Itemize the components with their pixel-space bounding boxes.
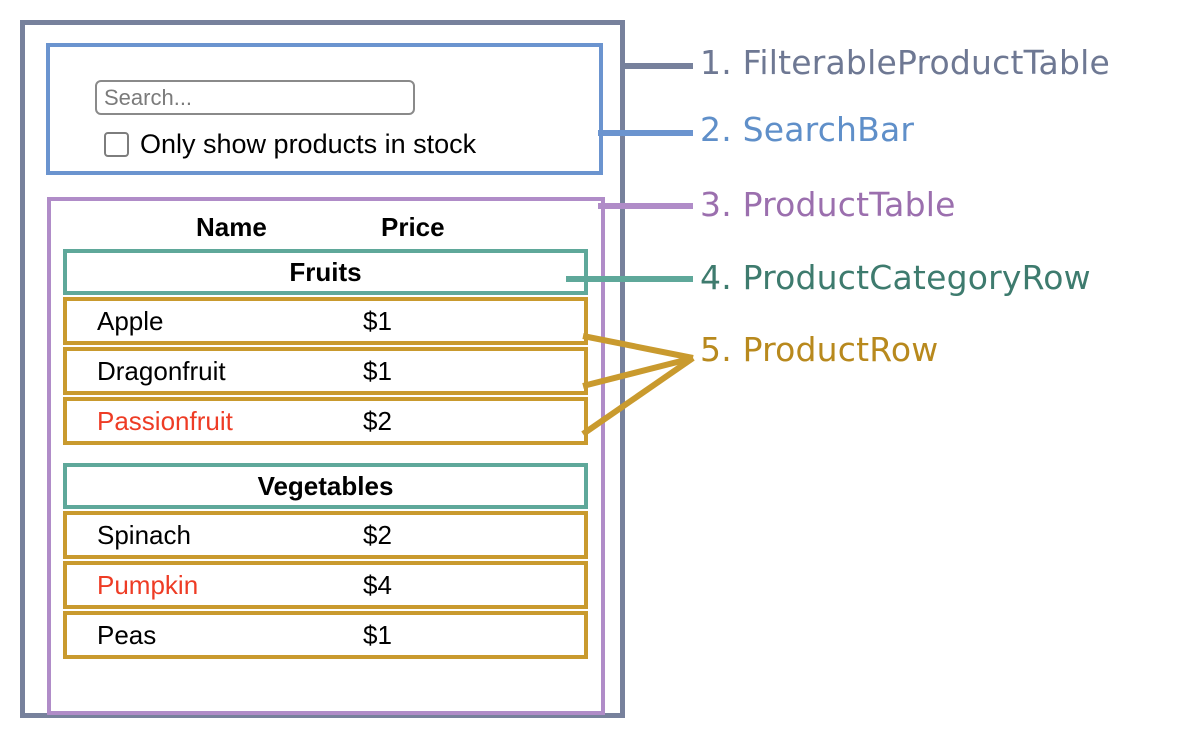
annotation-label-search-bar: 2. SearchBar xyxy=(700,110,915,149)
product-name: Dragonfruit xyxy=(97,355,226,386)
product-name: Apple xyxy=(97,305,164,336)
product-table-body: Fruits Apple $1 Dragonfruit $1 Passionfr… xyxy=(63,249,588,659)
in-stock-filter[interactable]: Only show products in stock xyxy=(104,131,476,158)
filterable-product-table-frame: Only show products in stock Name Price F… xyxy=(20,20,625,718)
product-row: Apple $1 xyxy=(63,297,588,345)
product-price: $2 xyxy=(363,405,392,436)
search-input[interactable] xyxy=(95,80,415,115)
product-row: Dragonfruit $1 xyxy=(63,347,588,395)
product-table-frame: Name Price Fruits Apple $1 Dragonfruit $… xyxy=(47,197,605,715)
annotation-label-product-row: 5. ProductRow xyxy=(700,330,939,369)
product-category-row: Vegetables xyxy=(63,463,588,509)
product-row: Passionfruit $2 xyxy=(63,397,588,445)
annotation-label-filterable-product-table: 1. FilterableProductTable xyxy=(700,43,1110,82)
product-table-header: Name Price xyxy=(51,207,601,247)
group-spacer xyxy=(63,445,588,463)
column-header-price: Price xyxy=(381,211,445,242)
product-price: $1 xyxy=(363,355,392,386)
product-name: Spinach xyxy=(97,519,191,550)
product-category-label: Fruits xyxy=(289,256,362,287)
product-category-label: Vegetables xyxy=(257,470,394,501)
annotation-label-product-table: 3. ProductTable xyxy=(700,185,956,224)
product-name: Peas xyxy=(97,619,157,650)
product-row: Spinach $2 xyxy=(63,511,588,559)
search-bar-frame: Only show products in stock xyxy=(46,43,603,175)
product-price: $1 xyxy=(363,619,392,650)
product-price: $2 xyxy=(363,519,392,550)
in-stock-checkbox[interactable] xyxy=(104,132,129,157)
in-stock-checkbox-label: Only show products in stock xyxy=(140,129,477,159)
product-price: $4 xyxy=(363,569,392,600)
product-name: Pumpkin xyxy=(97,569,199,600)
product-category-row: Fruits xyxy=(63,249,588,295)
column-header-name: Name xyxy=(196,211,267,242)
product-row: Peas $1 xyxy=(63,611,588,659)
product-row: Pumpkin $4 xyxy=(63,561,588,609)
annotation-label-product-category-row: 4. ProductCategoryRow xyxy=(700,258,1091,297)
product-name: Passionfruit xyxy=(97,405,233,436)
product-price: $1 xyxy=(363,305,392,336)
